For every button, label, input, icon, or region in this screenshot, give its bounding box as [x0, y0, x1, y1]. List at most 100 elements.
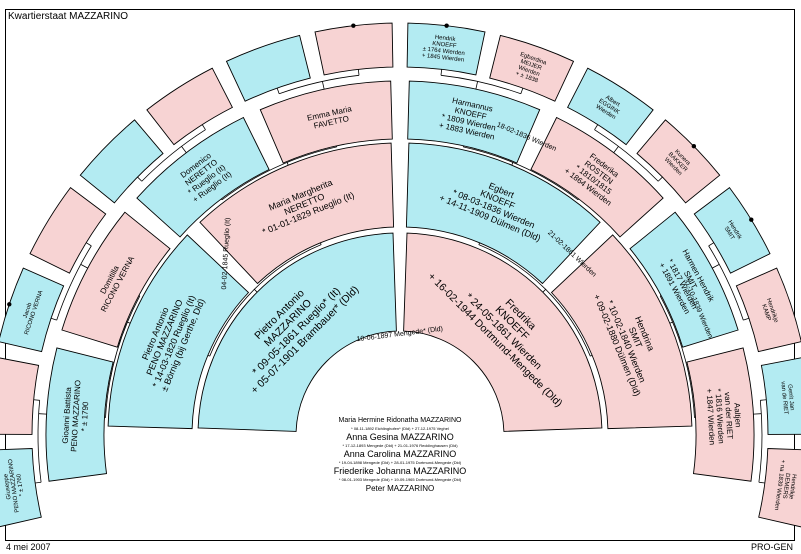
ancestor-box-shape-gen5-1 [0, 448, 42, 528]
ancestor-box-shape-gen3-2 [199, 142, 395, 285]
connector-line [181, 146, 187, 153]
ancestor-text-gen5-14-line2: KAMP [760, 304, 771, 322]
ancestor-box-shape-gen5-4 [29, 186, 107, 274]
marker-dot [749, 217, 754, 222]
ancestor-text-gen4-8-line3: * 1816 Wierden [713, 388, 725, 444]
descendant-name-2: Anna Gesina MAZZARINO [346, 432, 454, 442]
ancestor-box-shape-gen5-6 [146, 67, 234, 146]
ancestor-text-gen5-3-line1: Jacob [23, 301, 34, 319]
connector-arc [594, 129, 659, 182]
connector-line [712, 264, 720, 269]
ancestor-box-shape-gen5-16 [758, 448, 801, 528]
connector-line [276, 87, 280, 94]
connector-arc [221, 146, 337, 201]
connector-arc [758, 400, 763, 483]
ancestor-text-gen4-1-line1: Gioanni Battista [61, 386, 73, 443]
connector-arc [37, 400, 42, 483]
ancestor-box-shape-gen5-5 [79, 119, 164, 204]
descendant-dates-3: * 19-04-1898 Mengede (Dld) + 28-01-1975 … [338, 460, 462, 465]
ancestor-box-shape-gen3-1 [107, 234, 250, 430]
ancestor-box-shape-gen5-8 [314, 22, 394, 76]
descendant-dates-1: * 08-11-1892 Eichlinghofen* (Dld) + 27-1… [351, 426, 449, 431]
connector-arc [440, 74, 521, 95]
ancestor-box-shape-gen5-13 [693, 186, 771, 274]
ancestor-box-gen5-2[interactable] [0, 357, 40, 435]
connector-line [357, 69, 360, 76]
connector-line [708, 242, 714, 247]
ancestor-box-shape-gen4-3 [136, 116, 270, 238]
descendants-list: Maria Hermine Ridonatha MAZZARINO * 08-1… [300, 415, 500, 494]
connector-line [590, 355, 593, 357]
ancestor-text-gen5-9-line1: Hendrik [434, 35, 456, 43]
ancestor-box-shape-gen4-7 [629, 211, 739, 348]
connector-line [207, 355, 210, 357]
connector-line [50, 317, 57, 321]
connector-arc [708, 245, 744, 321]
ancestor-box-shape-gen4-8 [686, 347, 755, 482]
ancestor-box-gen5-4[interactable] [29, 186, 107, 274]
connector-line [254, 289, 258, 293]
connector-line [33, 399, 40, 401]
ancestor-box-shape-gen4-1 [45, 347, 114, 482]
marker-dot [444, 23, 449, 28]
connector-line [542, 289, 546, 293]
ancestor-box-shape-gen5-10 [489, 34, 575, 102]
ancestor-text-gen4-8-line2: van der RIET [723, 392, 735, 440]
ancestor-text-gen5-15-line1: Gerrit Jan [786, 384, 794, 411]
ancestor-box-gen5-7[interactable] [225, 34, 311, 102]
ancestor-box-shape-gen5-3 [0, 267, 65, 353]
ancestor-text-gen5-9-line2: KNOEFF [432, 41, 457, 50]
descendant-dates-4: * 08-01-1903 Mengede (Dld) + 19-09-1965 … [338, 477, 462, 482]
ancestor-box-shape-gen2-2 [403, 232, 603, 432]
ancestor-box-shape-gen4-5 [407, 80, 541, 164]
page-title: Kwartierstaat MAZZARINO [8, 11, 129, 22]
ancestor-box-shape-gen4-6 [530, 116, 664, 238]
ancestor-box-shape-gen4-4 [259, 80, 393, 164]
connector-line [478, 242, 480, 245]
connector-line [758, 481, 765, 484]
ancestor-box-shape-gen5-11 [566, 67, 654, 146]
connector-line [657, 176, 663, 182]
connector-line [320, 242, 322, 245]
connector-arc [141, 129, 206, 182]
chart-frame [5, 9, 795, 541]
connector-line [86, 242, 92, 247]
connector-arc [659, 295, 695, 418]
connector-line [743, 317, 750, 321]
connector-line [137, 176, 143, 182]
ancestor-box-gen5-5[interactable] [79, 119, 164, 204]
ancestor-box-shape-gen5-7 [225, 34, 311, 102]
ancestor-text-gen5-1-line1: Giuseppe [3, 473, 12, 500]
connector-line [520, 87, 524, 94]
connector-line [322, 81, 325, 90]
ancestor-text-gen5-16-line1: Hendrikje [787, 474, 796, 501]
descendant-name-3: Anna Carolina MAZZARINO [343, 449, 457, 459]
ancestor-box-gen5-8[interactable] [314, 22, 394, 76]
ancestor-text-gen4-8-line1: Aaltjen [732, 403, 742, 428]
ancestor-box-gen5-6[interactable] [146, 67, 234, 146]
connector-arc [209, 244, 322, 357]
